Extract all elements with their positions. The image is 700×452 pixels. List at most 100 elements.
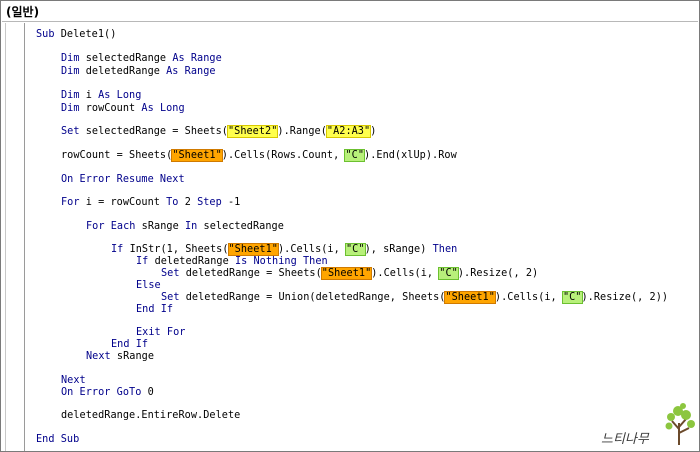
highlighted-string-token: "C" — [561, 291, 583, 304]
code-token: ).Resize(, 2)) — [581, 292, 669, 303]
keyword-token: Set — [161, 268, 186, 279]
code-token: 0 — [147, 387, 154, 398]
code-token: ).Cells(i, — [277, 244, 346, 255]
procedure-dropdown-value: (일반) — [6, 5, 40, 19]
code-line[interactable]: On Error Resume Next — [61, 173, 185, 187]
keyword-token: Dim — [61, 53, 86, 64]
highlighted-string-token: "Sheet1" — [171, 149, 223, 162]
keyword-token: Set — [61, 126, 86, 137]
code-line[interactable]: For Each sRange In selectedRange — [86, 220, 284, 234]
code-line[interactable]: Next sRange — [86, 350, 154, 364]
keyword-token: As Range — [172, 53, 222, 64]
code-token: ).Range( — [277, 126, 327, 137]
keyword-token: For — [61, 197, 86, 208]
code-line[interactable]: Dim rowCount As Long — [61, 102, 185, 116]
highlighted-string-token: "Sheet2" — [226, 125, 279, 138]
keyword-token: If — [111, 244, 130, 255]
code-line[interactable]: Next — [61, 374, 86, 388]
keyword-token: Set — [161, 292, 186, 303]
keyword-token: Sub — [36, 29, 61, 40]
highlighted-string-token: "A2:A3" — [325, 125, 372, 138]
keyword-token: To — [166, 197, 185, 208]
keyword-token: Exit For — [136, 327, 186, 338]
code-line[interactable]: End If — [136, 303, 173, 317]
code-token: rowCount — [85, 103, 142, 114]
code-token: 2 — [184, 197, 198, 208]
code-line[interactable]: Set deletedRange = Sheets("Sheet1").Cell… — [161, 267, 538, 281]
keyword-token: For Each — [86, 221, 142, 232]
highlighted-string-token: "Sheet1" — [320, 267, 373, 280]
code-token: -1 — [227, 197, 241, 208]
keyword-token: Dim — [61, 66, 86, 77]
keyword-token: Next — [61, 375, 86, 386]
code-token: deletedRange.EntireRow.Delete — [61, 410, 241, 421]
highlighted-string-token: "C" — [438, 267, 459, 280]
highlighted-string-token: "C" — [344, 149, 365, 162]
tree-icon: 느티나무 — [601, 403, 695, 447]
code-token: selectedRange = Sheets( — [85, 126, 228, 137]
keyword-token: Step — [197, 197, 228, 208]
code-token: sRange — [116, 351, 155, 362]
code-token: deletedRange — [154, 256, 235, 267]
code-token: deletedRange = Union(deletedRange, Sheet… — [185, 292, 446, 303]
code-token: i — [85, 90, 99, 101]
keyword-token: Next — [86, 351, 117, 362]
code-line[interactable]: Dim selectedRange As Range — [61, 52, 222, 66]
code-line[interactable]: Dim deletedRange As Range — [61, 65, 216, 79]
keyword-token: Is Nothing Then — [234, 256, 328, 267]
keyword-token: As Range — [166, 66, 216, 77]
code-token: rowCount = Sheets( — [61, 150, 173, 161]
code-line[interactable]: If deletedRange Is Nothing Then — [136, 255, 328, 269]
code-token: Delete1() — [60, 29, 117, 40]
highlighted-string-token: "Sheet1" — [227, 243, 279, 256]
code-line[interactable]: rowCount = Sheets("Sheet1").Cells(Rows.C… — [61, 149, 457, 163]
code-line[interactable]: Dim i As Long — [61, 89, 141, 103]
code-line[interactable]: deletedRange.EntireRow.Delete — [61, 409, 240, 423]
code-line[interactable]: Else — [136, 279, 161, 293]
keyword-token: Then — [432, 244, 458, 255]
keyword-token: Dim — [61, 90, 86, 101]
code-line[interactable]: Exit For — [136, 326, 185, 340]
keyword-token: In — [184, 221, 204, 232]
code-token: ).Cells(i, — [494, 292, 563, 303]
margin-indicator-bar[interactable] — [2, 23, 25, 451]
code-token: selectedRange — [203, 221, 284, 232]
procedure-dropdown[interactable]: (일반) — [2, 2, 698, 22]
code-line[interactable]: On Error GoTo 0 — [61, 386, 154, 400]
keyword-token: Else — [136, 280, 161, 291]
keyword-token: Dim — [61, 103, 86, 114]
code-line[interactable]: End Sub — [36, 433, 79, 447]
code-token: deletedRange — [85, 66, 167, 77]
keyword-token: As Long — [98, 90, 142, 101]
code-token: sRange — [141, 221, 185, 232]
keyword-token: On Error GoTo — [61, 387, 148, 398]
code-token: i = rowCount — [85, 197, 167, 208]
code-token: selectedRange — [85, 53, 173, 64]
tree-logo: 느티나무 — [599, 399, 699, 451]
keyword-token: If — [136, 256, 155, 267]
code-token: ), sRange) — [364, 244, 433, 255]
code-line[interactable]: Set selectedRange = Sheets("Sheet2").Ran… — [61, 125, 376, 139]
code-line[interactable]: End If — [111, 338, 148, 352]
code-line[interactable]: Sub Delete1() — [36, 28, 116, 42]
code-line[interactable]: If InStr(1, Sheets("Sheet1").Cells(i, "C… — [111, 243, 457, 257]
code-line[interactable]: For i = rowCount To 2 Step -1 — [61, 196, 240, 210]
code-token: deletedRange = Sheets( — [185, 268, 322, 279]
code-token: ).End(xlUp).Row — [364, 150, 457, 161]
keyword-token: End Sub — [36, 434, 80, 445]
code-token: ).Cells(Rows.Count, — [221, 150, 346, 161]
highlighted-string-token: "C" — [345, 243, 366, 256]
keyword-token: As Long — [141, 103, 185, 114]
code-token: ) — [370, 126, 377, 137]
keyword-token: End If — [136, 304, 174, 315]
code-token: ).Cells(i, — [371, 268, 440, 279]
code-token: InStr(1, Sheets( — [129, 244, 229, 255]
logo-text: 느티나무 — [601, 432, 650, 447]
keyword-token: On Error Resume Next — [61, 174, 185, 185]
code-token: ).Resize(, 2) — [457, 268, 539, 279]
highlighted-string-token: "Sheet1" — [444, 291, 496, 304]
keyword-token: End If — [111, 339, 149, 350]
code-line[interactable]: Set deletedRange = Union(deletedRange, S… — [161, 291, 668, 305]
gutter-divider — [5, 23, 6, 451]
